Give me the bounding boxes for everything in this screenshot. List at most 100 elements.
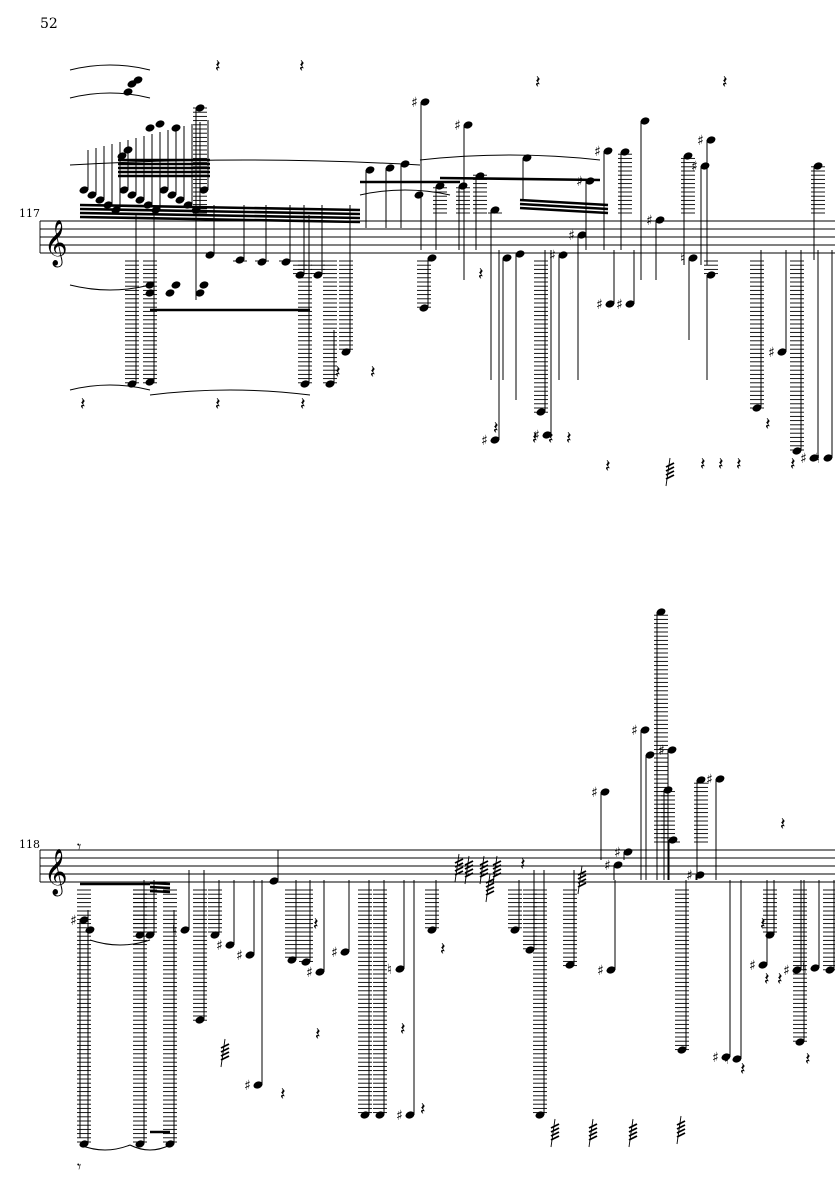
stem	[577, 865, 583, 895]
staff-lines	[39, 849, 835, 883]
notehead	[269, 877, 279, 885]
notes: 𝄽𝄽𝄽𝄽𝄽𝄽𝄽𝄽𝄽♯♯♯♯♯♯♯𝄽𝄽𝄽𝄽𝄽♯♯♯♯♯♯♮𝄽𝄽𝄽𝄽♯♯♮𝄽𝄽	[69, 56, 833, 487]
tremolo-stroke	[464, 860, 474, 866]
notehead	[175, 196, 185, 204]
beam	[519, 206, 609, 215]
notehead	[135, 931, 145, 939]
notehead	[257, 258, 267, 266]
stem	[665, 457, 671, 487]
tremolo-stroke	[492, 860, 502, 866]
natural-icon: ♮	[680, 251, 685, 267]
tie	[149, 389, 311, 396]
notehead	[281, 258, 291, 266]
notehead	[585, 177, 595, 185]
notehead	[490, 436, 500, 444]
tie	[69, 384, 151, 391]
notehead	[475, 172, 485, 180]
rest-icon: 𝄽	[520, 854, 526, 875]
sharp-icon: ♯	[596, 297, 603, 313]
rest-icon: 𝄽	[370, 362, 376, 383]
tremolo-stroke	[454, 866, 464, 872]
tremolo-stroke	[485, 886, 495, 892]
beam	[79, 207, 361, 216]
rest-icon: 𝄽	[764, 969, 770, 990]
stem	[485, 873, 491, 903]
sharp-icon: ♯	[646, 213, 653, 229]
notehead	[395, 965, 405, 973]
tremolo-stroke	[479, 868, 489, 874]
stem	[464, 855, 470, 885]
sharp-icon: ♯	[686, 868, 693, 884]
tremolo-stroke	[628, 1123, 638, 1129]
notehead	[813, 162, 823, 170]
tremolo-stroke	[588, 1127, 598, 1133]
sharp-icon: ♯	[614, 845, 621, 861]
eighth-rest-icon: 𝄾	[77, 1157, 81, 1176]
notehead	[758, 961, 768, 969]
notehead	[515, 250, 525, 258]
sharp-icon: ♯	[712, 1050, 719, 1066]
notehead	[155, 120, 165, 128]
notehead	[123, 88, 133, 96]
rest-icon: 𝄽	[280, 1084, 286, 1105]
beam	[149, 889, 171, 894]
sharp-icon: ♯	[768, 345, 775, 361]
sharp-icon: ♯	[800, 451, 807, 467]
rest-icon: 𝄽	[400, 1019, 406, 1040]
rest-icon: 𝄽	[566, 428, 572, 449]
tremolo-stroke	[665, 462, 675, 468]
rest-icon: 𝄽	[765, 414, 771, 435]
notehead	[502, 254, 512, 262]
notehead	[145, 931, 155, 939]
notehead	[688, 254, 698, 262]
notehead	[235, 256, 245, 264]
treble-clef-icon: 𝄞	[44, 220, 68, 268]
notehead	[823, 454, 833, 462]
rest-icon: 𝄽	[736, 454, 742, 475]
rest-icon: 𝄽	[420, 1099, 426, 1120]
sharp-icon: ♯	[396, 1108, 403, 1124]
sharp-icon: ♯	[631, 723, 638, 739]
tremolo-stroke	[492, 868, 502, 874]
rest-icon: 𝄽	[313, 914, 319, 935]
rest-icon: 𝄽	[605, 456, 611, 477]
sharp-icon: ♯	[306, 965, 313, 981]
notehead	[315, 968, 325, 976]
notehead	[79, 186, 89, 194]
notehead	[810, 964, 820, 972]
tremolo-stroke	[454, 858, 464, 864]
notehead	[765, 931, 775, 939]
notehead	[301, 958, 311, 966]
notehead	[210, 931, 220, 939]
notehead	[715, 775, 725, 783]
tremolo-stroke	[588, 1131, 598, 1137]
notehead	[696, 776, 706, 784]
measure-number-117: 117	[19, 207, 40, 220]
sharp-icon: ♯	[70, 913, 77, 929]
rest-icon: 𝄽	[722, 72, 728, 93]
natural-icon: ♮	[815, 451, 820, 467]
natural-icon: ♮	[724, 1052, 729, 1068]
tie	[69, 159, 421, 166]
notehead	[706, 136, 716, 144]
tremolo-stroke	[676, 1128, 686, 1134]
notehead	[613, 861, 623, 869]
sharp-icon: ♯	[411, 95, 418, 111]
tremolo-stroke	[628, 1131, 638, 1137]
stem	[628, 1118, 634, 1148]
notehead	[414, 191, 424, 199]
notehead	[535, 1111, 545, 1119]
notehead	[558, 251, 568, 259]
tie	[79, 1144, 131, 1151]
stem	[454, 853, 460, 883]
rest-icon: 𝄽	[700, 454, 706, 475]
notehead	[400, 160, 410, 168]
notehead	[199, 281, 209, 289]
beam	[519, 198, 609, 207]
notehead	[625, 300, 635, 308]
tremolo-stroke	[550, 1131, 560, 1137]
tie	[129, 1144, 171, 1151]
notehead	[605, 300, 615, 308]
sharp-icon: ♯	[481, 433, 488, 449]
natural-icon: ♮	[172, 923, 177, 939]
